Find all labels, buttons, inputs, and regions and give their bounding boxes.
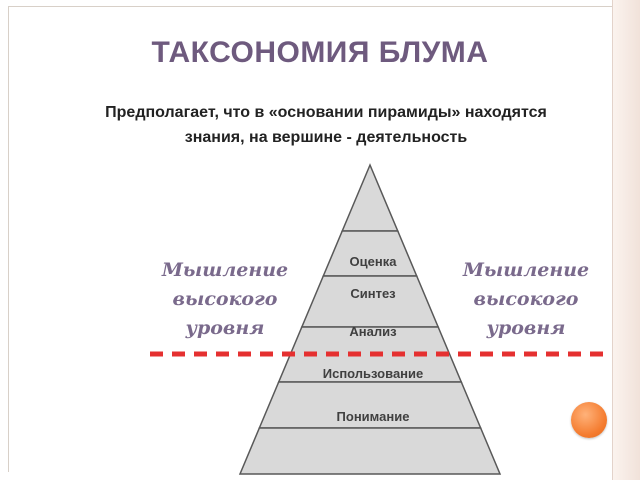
slide-subtitle: Предполагает, что в «основании пирамиды»… bbox=[40, 100, 612, 150]
subtitle-line: Предполагает, что в «основании пирамиды»… bbox=[105, 104, 547, 121]
left-side-label: Мышление высокого уровня bbox=[140, 256, 310, 343]
slide-frame bbox=[8, 6, 620, 472]
pyramid-bands bbox=[238, 163, 502, 475]
left-label-line: уровня bbox=[185, 317, 265, 339]
pyramid-level-0 bbox=[341, 163, 399, 232]
pyramid-level-label-4: Использование bbox=[323, 366, 424, 381]
left-label-line: Мышление bbox=[161, 259, 289, 281]
pyramid-level-5 bbox=[238, 427, 502, 475]
pyramid-level-label-2: Синтез bbox=[350, 286, 396, 301]
right-label-line: уровня bbox=[486, 317, 566, 339]
pyramid-level-2 bbox=[300, 275, 440, 328]
orange-circle-decoration bbox=[571, 402, 607, 438]
left-label-line: высокого bbox=[172, 288, 278, 310]
right-side-label: Мышление высокого уровня bbox=[441, 256, 611, 343]
slide-title: ТАКСОНОМИЯ БЛУМА bbox=[151, 36, 489, 69]
pyramid-level-label-5: Понимание bbox=[337, 409, 410, 424]
subtitle-line: знания, на вершине - деятельность bbox=[184, 129, 468, 146]
right-label-line: Мышление bbox=[462, 259, 590, 281]
pyramid-level-label-3: Анализ bbox=[349, 324, 397, 339]
pyramid-level-label-1: Оценка bbox=[350, 254, 398, 269]
right-label-line: высокого bbox=[473, 288, 579, 310]
slide-edge-strip bbox=[612, 0, 640, 480]
